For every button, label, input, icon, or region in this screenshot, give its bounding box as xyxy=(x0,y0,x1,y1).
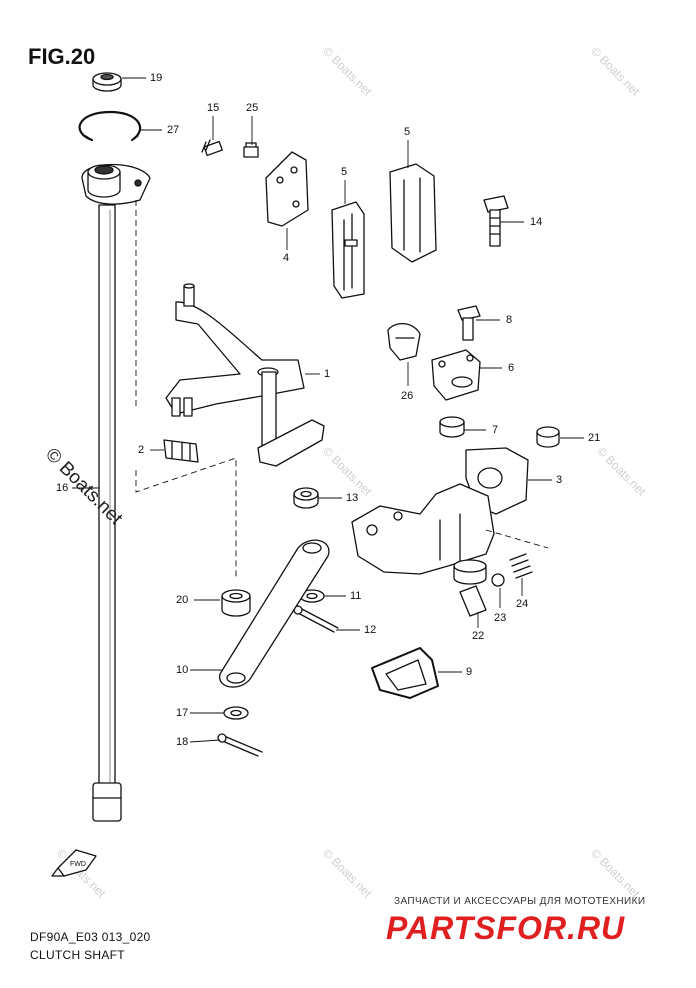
part-8-bolt xyxy=(457,305,481,341)
front-arrow-icon: FWD xyxy=(51,849,97,877)
callout-3: 3 xyxy=(556,474,563,486)
part-2-clip xyxy=(163,439,199,463)
callout-1: 1 xyxy=(324,368,331,380)
callout-2: 2 xyxy=(138,444,145,456)
part-6-bracket xyxy=(431,349,481,401)
promo-brand-logo: PARTSFOR.RU xyxy=(386,910,626,946)
callout-15: 15 xyxy=(207,102,220,114)
fwd-label: FWD xyxy=(70,861,86,868)
callout-23: 23 xyxy=(494,612,507,624)
callout-14: 14 xyxy=(530,216,543,228)
promo-tagline: ЗАПЧАСТИ И АКСЕССУАРЫ ДЛЯ МОТОТЕХНИКИ xyxy=(394,896,646,907)
part-3-shift-housing xyxy=(351,447,529,585)
part-1-shift-lever xyxy=(165,283,325,467)
part-16-clutch-shaft xyxy=(81,163,151,822)
callout-27: 27 xyxy=(167,124,180,136)
figure-name: CLUTCH SHAFT xyxy=(30,948,125,962)
callout-4: 4 xyxy=(283,252,290,264)
callout-20: 20 xyxy=(176,594,189,606)
callout-5b: 5 xyxy=(404,126,411,138)
part-22-pin xyxy=(459,585,487,617)
callout-26: 26 xyxy=(401,390,414,402)
callout-13: 13 xyxy=(346,492,359,504)
callout-10: 10 xyxy=(176,664,189,676)
part-26-clip xyxy=(387,323,421,361)
callout-8: 8 xyxy=(506,314,513,326)
leader-lines xyxy=(72,77,584,743)
part-27-circlip xyxy=(78,110,142,142)
part-17-washer xyxy=(223,706,249,720)
callout-18: 18 xyxy=(176,736,189,748)
part-10-link xyxy=(219,539,330,688)
part-25-fitting xyxy=(243,142,259,158)
callout-12: 12 xyxy=(364,624,377,636)
callout-11: 11 xyxy=(350,590,362,602)
part-4-plate xyxy=(265,151,309,227)
part-13-bush xyxy=(293,487,319,509)
callout-25: 25 xyxy=(246,102,259,114)
part-23-ball xyxy=(491,573,505,587)
part-18-cotter-pin xyxy=(217,733,263,757)
part-9-seal xyxy=(371,647,439,699)
part-5-guide-b xyxy=(389,163,437,263)
part-19-plug xyxy=(92,72,122,92)
figure-title: FIG.20 xyxy=(28,44,96,69)
callout-17: 17 xyxy=(176,707,189,719)
callout-7: 7 xyxy=(492,424,499,436)
callout-5a: 5 xyxy=(341,166,348,178)
part-5-guide-a xyxy=(331,201,365,299)
callout-21: 21 xyxy=(588,432,601,444)
part-12-cotter-pin xyxy=(293,605,339,633)
callout-22: 22 xyxy=(472,630,485,642)
part-15-bolt xyxy=(201,139,223,157)
figure-code: DF90A_E03 013_020 xyxy=(30,930,151,944)
part-21-plug xyxy=(536,426,560,448)
callout-6: 6 xyxy=(508,362,515,374)
part-7-bush xyxy=(439,416,465,438)
callout-9: 9 xyxy=(466,666,473,678)
callout-16: 16 xyxy=(56,482,69,494)
part-24-spring xyxy=(509,553,533,579)
part-20-bush xyxy=(221,589,251,617)
callout-19: 19 xyxy=(150,72,163,84)
callout-24: 24 xyxy=(516,598,529,610)
part-14-bolt xyxy=(483,195,509,247)
